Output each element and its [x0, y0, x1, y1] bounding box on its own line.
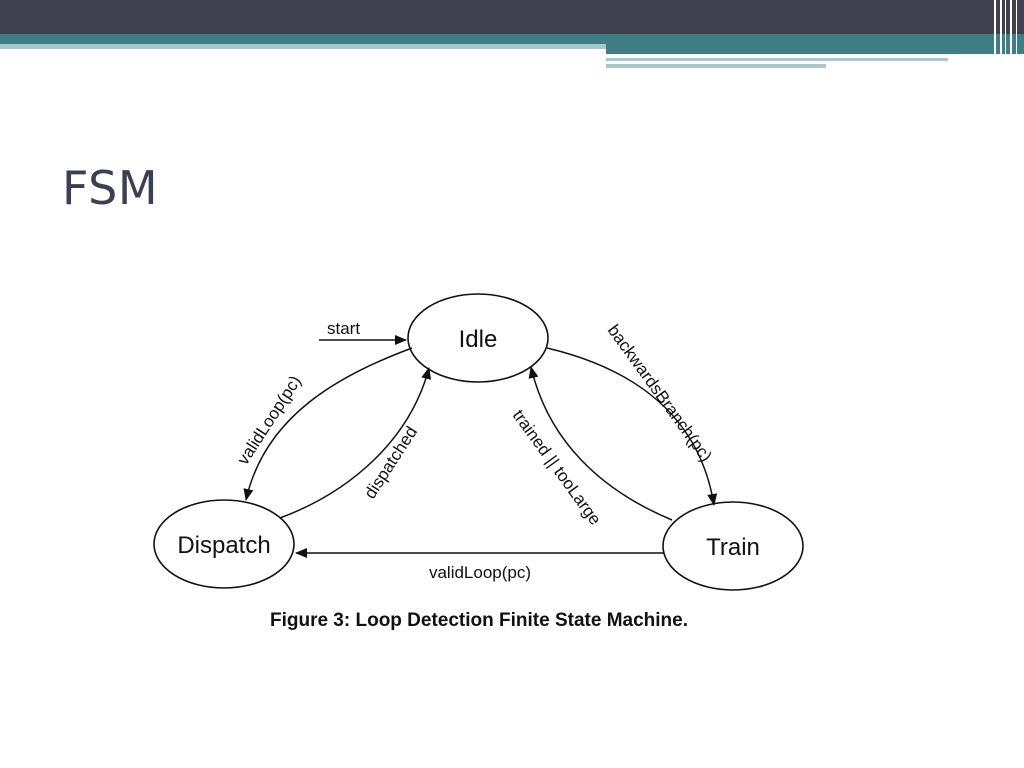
state-train: Train	[662, 501, 804, 591]
state-idle-ellipse	[407, 293, 549, 383]
fsm-diagram: Idle Dispatch Train start validLoop(pc) …	[153, 293, 804, 631]
edge-train-to-idle-label: trained || tooLarge	[509, 406, 605, 528]
edge-train-to-idle	[528, 366, 673, 521]
state-dispatch: Dispatch	[153, 499, 295, 589]
state-dispatch-label: Dispatch	[177, 532, 270, 559]
state-idle-label: Idle	[459, 326, 498, 353]
edge-idle-to-dispatch-label: validLoop(pc)	[233, 372, 305, 468]
state-train-ellipse	[662, 501, 804, 591]
start-label: start	[327, 319, 360, 338]
header-light-accent	[606, 58, 948, 61]
edge-dispatch-to-idle	[279, 367, 432, 519]
edge-dispatch-to-idle-label: dispatched	[360, 423, 421, 502]
header-teal-stripe	[0, 34, 1024, 44]
edge-idle-to-train	[546, 347, 718, 506]
state-dispatch-ellipse	[153, 499, 295, 589]
header-light-accent-2	[606, 64, 826, 68]
edge-train-to-dispatch-label: validLoop(pc)	[429, 563, 531, 582]
state-idle: Idle	[407, 293, 549, 383]
header-vertical-lines	[994, 0, 1017, 70]
slide-title: FSM	[62, 161, 159, 215]
state-train-label: Train	[706, 534, 760, 561]
header-band	[0, 0, 1024, 70]
figure-caption: Figure 3: Loop Detection Finite State Ma…	[270, 610, 688, 631]
header-teal-accent	[606, 44, 1024, 54]
header-light-stripe	[0, 44, 1024, 49]
header-dark-bar	[0, 0, 1024, 34]
edge-idle-to-train-label: backwardsBranch(pc)	[604, 321, 716, 465]
edge-idle-to-dispatch	[243, 347, 413, 501]
